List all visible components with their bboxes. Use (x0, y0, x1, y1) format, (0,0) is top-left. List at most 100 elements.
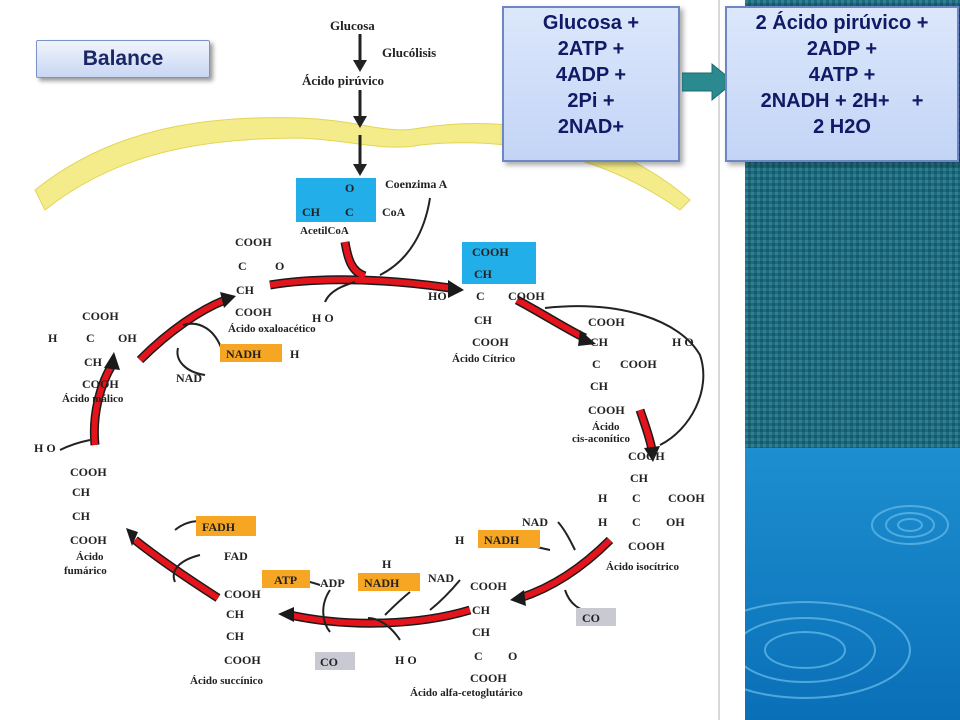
citr-c: C (476, 289, 485, 303)
products-box: 2 Ácido pirúvico + 2ADP + 4ATP + 2NADH +… (725, 6, 959, 162)
citr-ch2-2: CH (474, 313, 493, 327)
fadh-label: FADH (202, 520, 236, 534)
alfa-ch2-2: CH (472, 625, 491, 639)
product-line: 2NADH + 2H+ + (760, 90, 924, 112)
co2-bottom-highlight (315, 652, 355, 670)
cis-h2o: H O (672, 335, 694, 349)
left-nadh: NADH (226, 347, 262, 361)
iso-cooh-1: COOH (628, 449, 665, 463)
fum-label-1: Ácido (76, 551, 104, 563)
mal-ch2: CH (84, 355, 103, 369)
product-line: 2 H2O (813, 116, 871, 138)
succ-ch2-2: CH (226, 629, 245, 643)
product-line: 2 Ácido pirúvico + (755, 12, 929, 34)
alfa-ch2-1: CH (472, 603, 491, 617)
right-arrow-icon (682, 62, 735, 102)
cis-label-1: Ácido (592, 421, 620, 433)
iso-ch2: CH (630, 471, 649, 485)
oxaloacetico-label: Ácido oxaloacético (228, 323, 316, 335)
iso-cooh-3: COOH (628, 539, 665, 553)
fum-cooh-2: COOH (70, 533, 107, 547)
citr-cooh-2: COOH (508, 289, 545, 303)
mal-oh: OH (118, 331, 137, 345)
oxalo-c: C (238, 259, 247, 273)
fum-cooh-1: COOH (70, 465, 107, 479)
atp-highlight (262, 570, 310, 588)
reactant-line: 2NAD+ (557, 116, 625, 138)
bottom-nadh: NADH (364, 576, 400, 590)
acetil-o: O (345, 181, 354, 195)
citr-ch2-1: CH (474, 267, 493, 281)
atp-label: ATP (274, 573, 297, 587)
iso-h-1: H (598, 491, 608, 505)
reactant-line: Glucosa + (542, 12, 640, 34)
cis-label-2: cis-aconítico (572, 433, 631, 445)
isocitrico-label: Ácido isocítrico (606, 561, 680, 573)
iso-h-2: H (598, 515, 608, 529)
fad-label: FAD (224, 549, 248, 563)
bottom-adp: ADP (320, 576, 345, 590)
mal-cooh-1: COOH (82, 309, 119, 323)
alfa-cooh-2: COOH (470, 671, 507, 685)
fum-ch-2: CH (72, 509, 91, 523)
bottom-h2o: H O (395, 653, 417, 667)
iso-c-1: C (632, 491, 641, 505)
reactant-line: 2Pi + (567, 90, 615, 112)
citr-cooh-3: COOH (472, 335, 509, 349)
malico-label: Ácido málico (62, 393, 124, 405)
bottom-nadh-highlight (358, 573, 420, 591)
reactants-box: Glucosa + 2ATP + 4ADP + 2Pi + 2NAD+ (502, 6, 680, 162)
fum-h2o: H O (34, 441, 56, 455)
succ-cooh-2: COOH (224, 653, 261, 667)
left-hplus: H (290, 347, 300, 361)
fum-ch-1: CH (72, 485, 91, 499)
acetilcoa-label: AcetilCoA (300, 225, 349, 237)
mal-c: C (86, 331, 95, 345)
cis-cooh-1: COOH (588, 315, 625, 329)
oxalo-ch2: CH (236, 283, 255, 297)
acetil-ch3: CH (302, 205, 321, 219)
product-line: 2ADP + (806, 38, 878, 60)
succinico-label: Ácido succínico (190, 675, 264, 687)
oxalo-o: O (275, 259, 284, 273)
coenzima-a-label: Coenzima A (385, 177, 448, 191)
divider (718, 0, 720, 720)
citr-cooh-1: COOH (472, 245, 509, 259)
cis-ch2: CH (590, 335, 609, 349)
isoc-nadh-highlight (478, 530, 540, 548)
isoc-nad: NAD (522, 515, 548, 529)
citr-ho: HO (428, 289, 447, 303)
left-nadh-highlight (220, 344, 282, 362)
acetil-c: C (345, 205, 354, 219)
reactant-line: 2ATP + (557, 38, 625, 60)
alfa-o: O (508, 649, 517, 663)
reactant-line: 4ADP + (555, 64, 627, 86)
succ-cooh-1: COOH (224, 587, 261, 601)
top-h2o: H O (312, 311, 334, 325)
oxalo-cooh-2: COOH (235, 305, 272, 319)
co2-bottom: CO (320, 655, 338, 669)
mal-cooh-2: COOH (82, 377, 119, 391)
alfa-c: C (474, 649, 483, 663)
isoc-hplus: H (455, 533, 465, 547)
citrico-highlight (462, 242, 536, 284)
cis-ch: CH (590, 379, 609, 393)
co2-right: CO (582, 611, 600, 625)
mal-h: H (48, 331, 58, 345)
acetilcoa-highlight (296, 178, 376, 222)
succ-ch2-1: CH (226, 607, 245, 621)
bottom-nad: NAD (428, 571, 454, 585)
iso-oh: OH (666, 515, 685, 529)
citrico-label: Ácido Cítrico (452, 353, 516, 365)
product-line: 4ATP + (808, 64, 876, 86)
alfa-cooh-1: COOH (470, 579, 507, 593)
bottom-hplus: H (382, 557, 392, 571)
co2-right-highlight (576, 608, 616, 626)
fadh-highlight (196, 516, 256, 536)
cis-cooh-2: COOH (620, 357, 657, 371)
iso-cooh-2: COOH (668, 491, 705, 505)
glucolisis-label: Glucólisis (382, 45, 436, 60)
left-nad: NAD (176, 371, 202, 385)
piruvico-label: Ácido pirúvico (302, 73, 384, 88)
